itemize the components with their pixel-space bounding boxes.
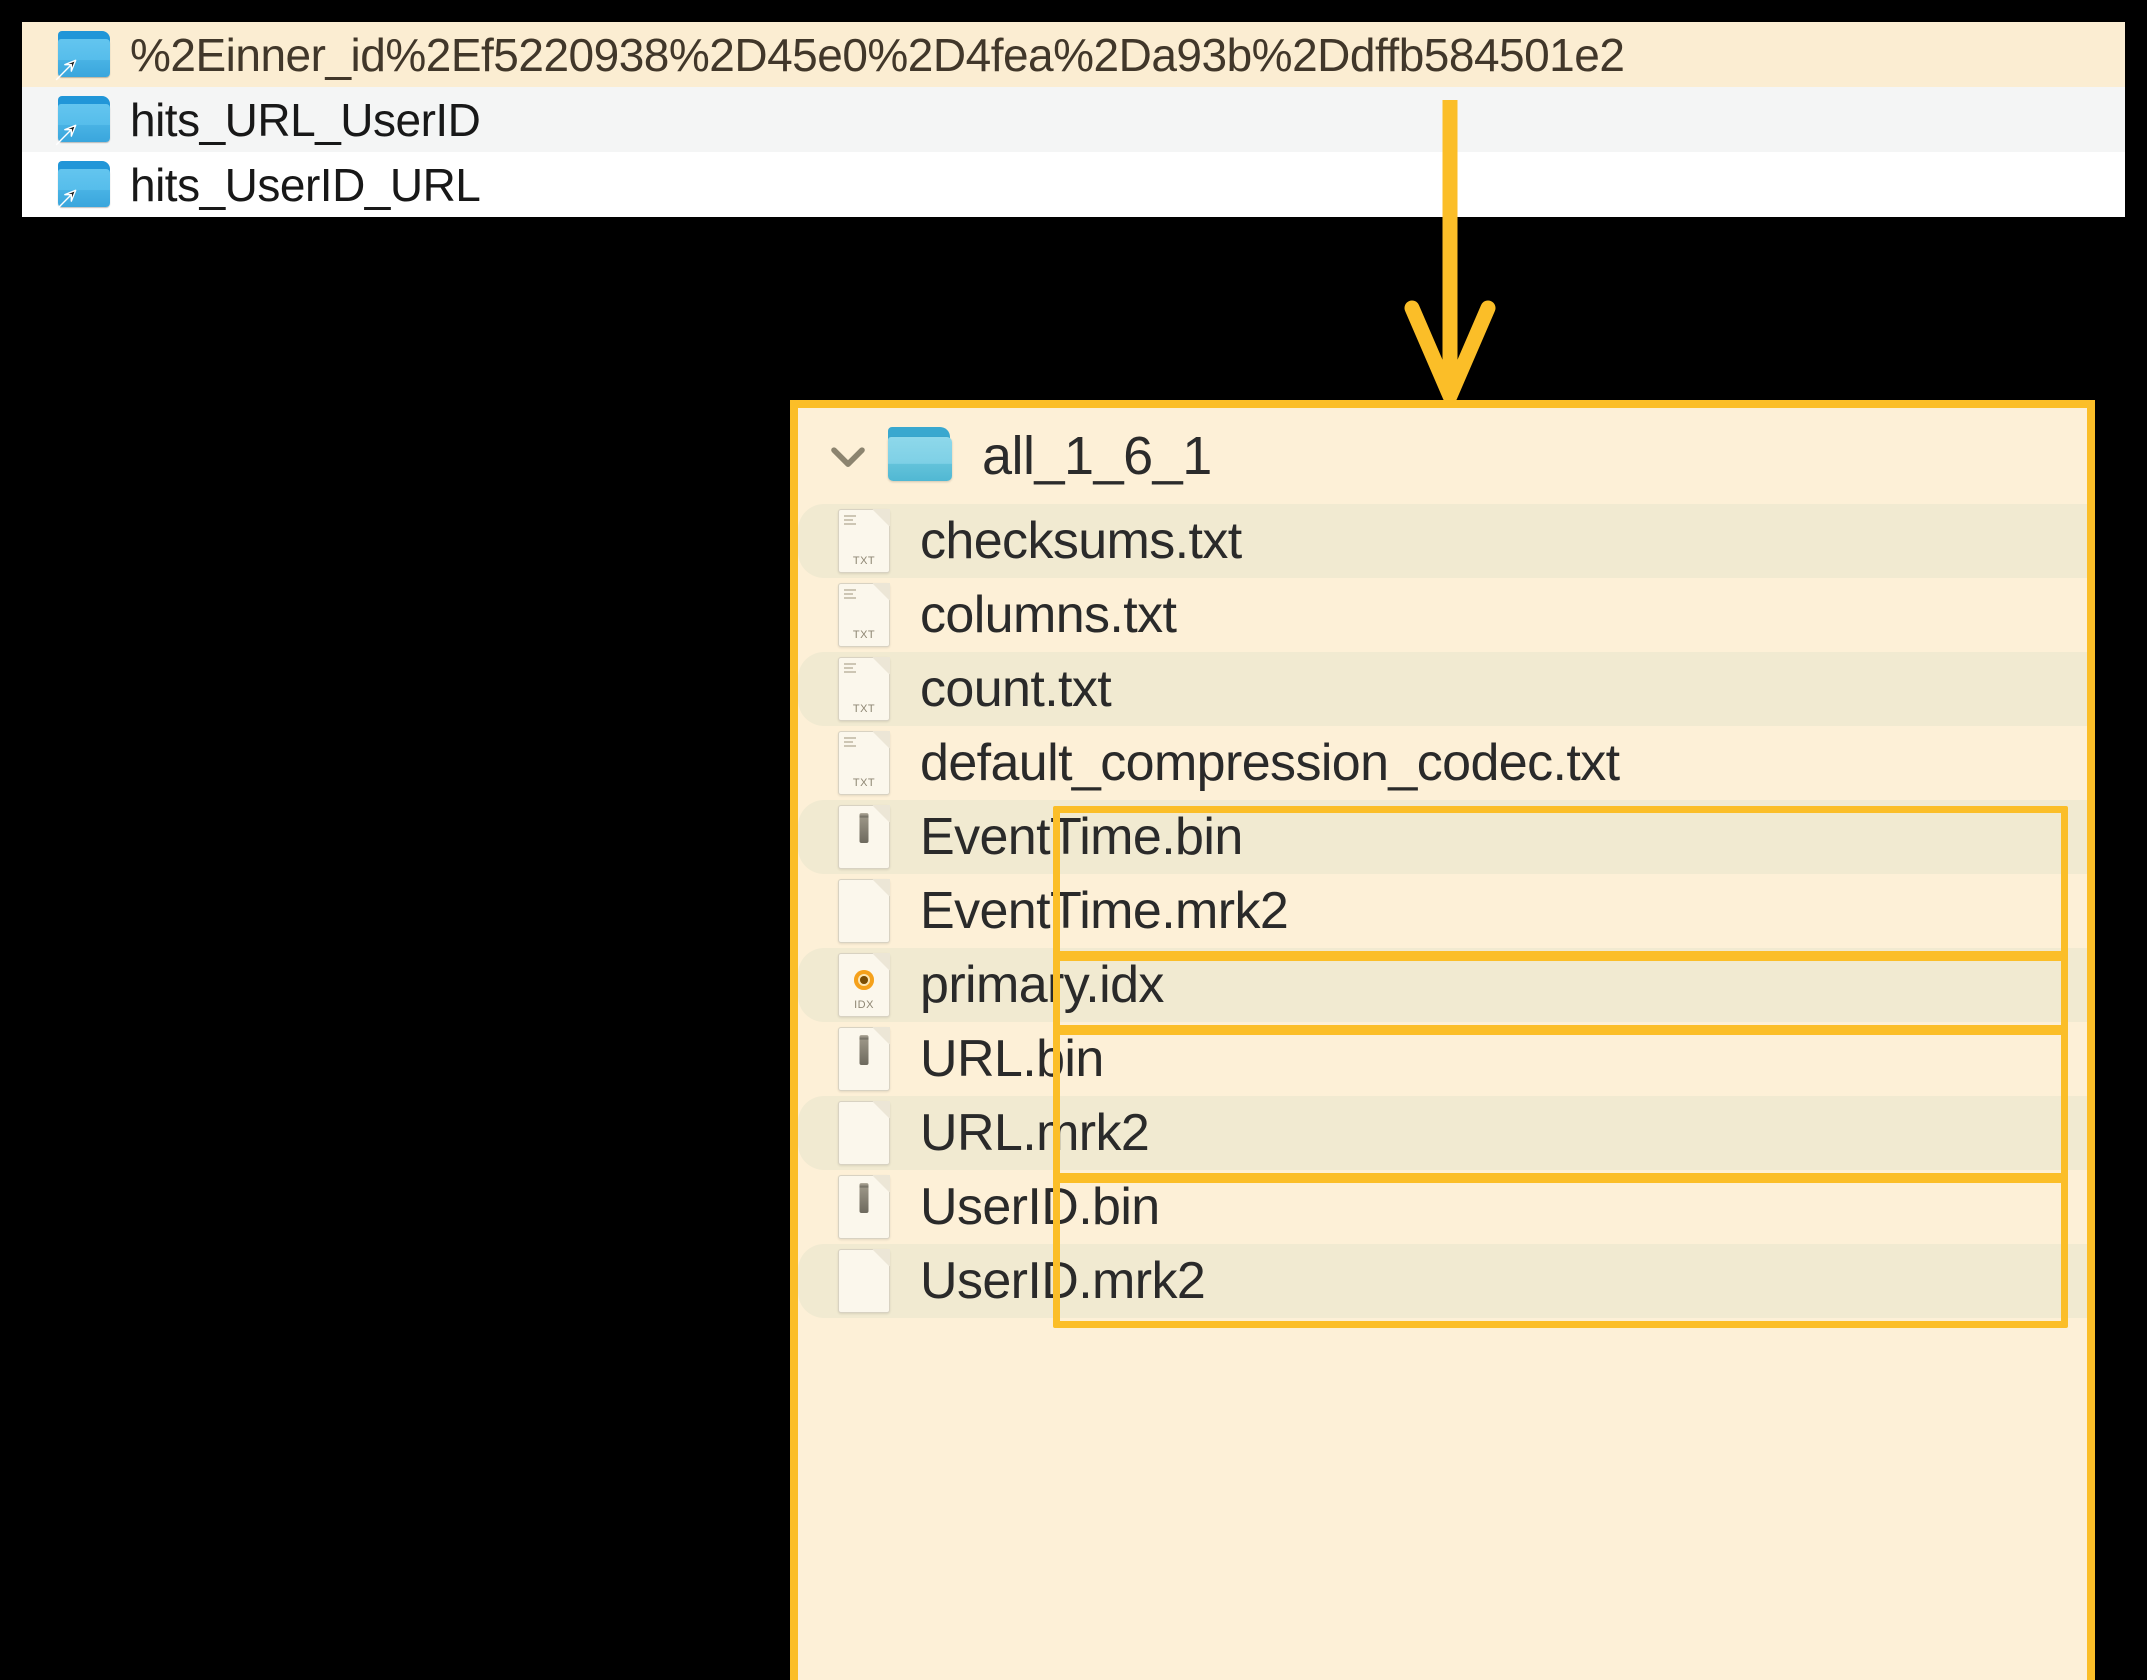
file-name-label: URL.bin [920,1030,1104,1088]
folder-symlink-icon [54,29,116,81]
folder-list-item-hits-url-userid[interactable]: hits_URL_UserID [22,87,2125,152]
file-name-label: columns.txt [920,586,1177,644]
file-type-tag: TXT [852,703,876,715]
blank-file-icon [808,1101,920,1165]
folder-list-item-label: hits_UserID_URL [130,158,481,211]
bin-file-icon [808,805,920,869]
file-row-primary-idx[interactable]: IDX primary.idx [798,948,2087,1022]
folder-symlink-icon [54,94,116,146]
txt-file-icon: TXT [808,731,920,795]
file-row-eventtime-mrk2[interactable]: EventTime.mrk2 [798,874,2087,948]
txt-file-icon: TXT [808,657,920,721]
file-row-eventtime-bin[interactable]: EventTime.bin [798,800,2087,874]
bin-file-icon [808,1027,920,1091]
file-type-tag: TXT [852,555,876,567]
file-row-userid-mrk2[interactable]: UserID.mrk2 [798,1244,2087,1318]
file-row-count[interactable]: TXT count.txt [798,652,2087,726]
bin-file-icon [808,1175,920,1239]
file-row-checksums[interactable]: TXT checksums.txt [798,504,2087,578]
file-name-label: primary.idx [920,956,1164,1014]
file-row-url-mrk2[interactable]: URL.mrk2 [798,1096,2087,1170]
blank-file-icon [808,1249,920,1313]
file-type-tag: TXT [852,777,876,789]
file-type-tag: TXT [852,629,876,641]
idx-file-icon: IDX [808,953,920,1017]
folder-list-item-label: %2Einner_id%2Ef5220938%2D45e0%2D4fea%2Da… [130,28,1625,81]
chevron-down-icon[interactable] [820,428,876,484]
file-row-url-bin[interactable]: URL.bin [798,1022,2087,1096]
file-name-label: default_compression_codec.txt [920,734,1620,792]
file-row-columns[interactable]: TXT columns.txt [798,578,2087,652]
file-row-default-compression-codec[interactable]: TXT default_compression_codec.txt [798,726,2087,800]
symlink-folder-list-panel: %2Einner_id%2Ef5220938%2D45e0%2D4fea%2Da… [22,22,2125,217]
file-name-label: URL.mrk2 [920,1104,1150,1162]
part-directory-listing-panel: all_1_6_1 TXT checksums.txt TXT columns.… [790,400,2095,1680]
folder-open-icon [886,427,958,485]
file-name-label: checksums.txt [920,512,1242,570]
shortcut-arrow-icon [55,59,77,80]
file-name-label: count.txt [920,660,1112,718]
folder-list-item-inner-id[interactable]: %2Einner_id%2Ef5220938%2D45e0%2D4fea%2Da… [22,22,2125,87]
folder-list-item-hits-userid-url[interactable]: hits_UserID_URL [22,152,2125,217]
file-type-tag: IDX [854,999,874,1011]
file-name-label: EventTime.bin [920,808,1243,866]
folder-symlink-icon [54,159,116,211]
directory-name-label: all_1_6_1 [982,426,1212,486]
blank-file-icon [808,879,920,943]
file-name-label: UserID.bin [920,1178,1160,1236]
shortcut-arrow-icon [55,124,77,145]
folder-list-item-label: hits_URL_UserID [130,93,481,146]
file-name-label: UserID.mrk2 [920,1252,1206,1310]
txt-file-icon: TXT [808,509,920,573]
file-row-userid-bin[interactable]: UserID.bin [798,1170,2087,1244]
txt-file-icon: TXT [808,583,920,647]
file-name-label: EventTime.mrk2 [920,882,1289,940]
directory-header-all-1-6-1[interactable]: all_1_6_1 [798,408,2087,504]
shortcut-arrow-icon [55,189,77,210]
